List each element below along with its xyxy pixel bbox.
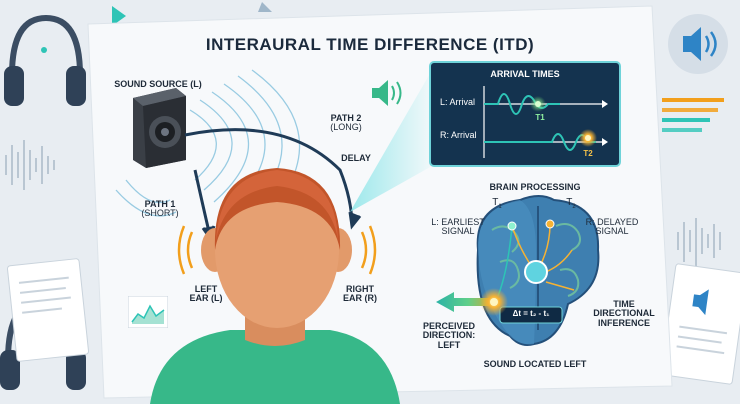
t1-marker: T1 xyxy=(535,113,545,122)
path-2-detail: (LONG) xyxy=(330,122,362,133)
path-2-name: PATH 2 xyxy=(330,113,362,123)
left-ear-line1: LEFT xyxy=(194,284,218,294)
left-arrival-label: L: Arrival xyxy=(440,97,476,107)
path-1-detail: (SHORT) xyxy=(141,208,179,219)
brain-title: BRAIN PROCESSING xyxy=(489,182,581,192)
perceived-direction-label: PERCEIVED DIRECTION: LEFT xyxy=(422,321,476,350)
speaker-icon-tile xyxy=(668,14,728,74)
left-ear-label: LEFT EAR (L) xyxy=(176,284,236,304)
sound-wave-icon-right xyxy=(677,218,721,266)
brain xyxy=(476,195,600,346)
listener-head xyxy=(150,168,400,404)
chart-icon xyxy=(128,296,168,328)
path-2-label: PATH 2 (LONG) xyxy=(316,113,376,133)
direction-arrow xyxy=(436,288,508,316)
ear-arcs xyxy=(177,225,377,275)
headphones-icon xyxy=(4,14,86,106)
sound-source-label: SOUND SOURCE (L) xyxy=(114,79,202,89)
path-1-label: PATH 1 (SHORT) xyxy=(130,199,190,219)
level-bars xyxy=(662,98,724,132)
left-ear-line2: EAR (L) xyxy=(189,293,223,304)
time-inference-label: TIME DIRECTIONAL INFERENCE xyxy=(593,299,655,328)
right-ear-label: RIGHT EAR (R) xyxy=(330,284,390,304)
right-ear-line1: RIGHT xyxy=(346,284,374,294)
t2-marker: T2 xyxy=(583,149,593,158)
page-title: INTERAURAL TIME DIFFERENCE (ITD) xyxy=(205,35,535,54)
itd-formula: Δt = t₂ - t₁ xyxy=(512,309,550,318)
right-arrival-label: R: Arrival xyxy=(440,130,477,140)
path-2-arrow xyxy=(184,128,354,227)
brain-t2: t2 xyxy=(566,197,576,210)
document-icon xyxy=(6,258,90,362)
arrival-times-panel xyxy=(429,61,621,167)
path-1-name: PATH 1 xyxy=(144,199,176,209)
speaker xyxy=(133,88,186,168)
sound-wave-icon xyxy=(5,140,55,190)
left-signal-label: L: Earliest signal xyxy=(431,217,485,237)
brain-t1: t1 xyxy=(492,197,502,210)
delay-label: DELAY xyxy=(341,153,371,163)
arrival-panel-title: ARRIVAL TIMES xyxy=(490,69,560,79)
speaker-icon xyxy=(372,80,402,106)
sound-located-label: SOUND LOCATED LEFT xyxy=(483,359,587,369)
document-icon-right xyxy=(660,263,740,385)
focus-beam xyxy=(350,70,432,212)
right-ear-line2: EAR (R) xyxy=(343,293,377,304)
right-signal-label: R: Delayed signal xyxy=(585,217,639,237)
